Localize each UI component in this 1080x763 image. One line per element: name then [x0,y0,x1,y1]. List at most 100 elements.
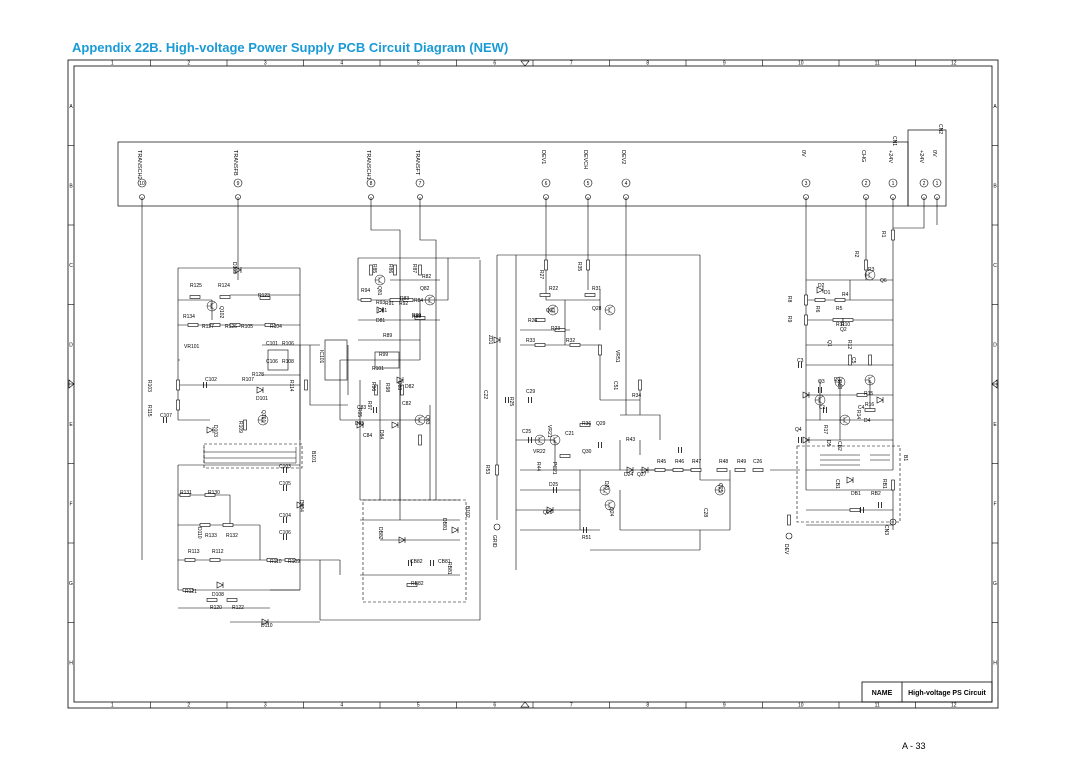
connector-pin-marker [366,178,376,188]
row-marker-right: H [993,660,997,666]
component-ref-label: R36 [582,421,591,427]
connector-pin-marker [415,178,425,188]
resistor-symbol [414,316,426,320]
component-ref-label: R115 [146,405,152,417]
component-ref-label: R94 [361,288,370,294]
row-marker-left: F [69,501,72,507]
component-ref-label: R99 [379,352,388,358]
component-ref-label: R82 [422,274,431,280]
transformer-b1-label: B1 [902,455,908,461]
resistor-symbol [534,318,546,322]
connector-pin-marker [137,178,147,188]
component-ref-label: Q4 [795,427,802,433]
component-ref-label: C103 [279,464,291,470]
connector-signal-label: 0V [931,150,937,157]
component-ref-label: R127 [202,324,214,330]
capacitor-symbol [878,502,882,508]
component-ref-label: R46 [675,459,684,465]
row-marker-left: B [69,183,73,189]
diode-symbol [376,306,384,314]
column-marker-top: 2 [187,61,190,67]
resistor-symbol [787,514,791,526]
capacitor-symbol [283,517,287,523]
component-ref-label: R120 [210,605,222,611]
capacitor-symbol [283,467,287,473]
capacitor-symbol [283,485,287,491]
connector-pin-number: 3 [805,181,808,187]
hv-enclosures [203,443,901,603]
column-marker-bottom: 12 [951,703,957,709]
resistor-symbol [374,384,378,396]
row-marker-right: D [993,342,997,348]
component-ref-label: R108 [282,359,294,365]
component-ref-label: R9 [786,316,792,323]
connector-pin-marker [801,178,811,188]
component-ref-label: Q101 [260,410,266,422]
connector-signal-label: TRANSFT [414,150,420,176]
component-ref-label: R13 [836,380,842,389]
row-marker-right: F [993,501,996,507]
resistor-symbol [864,259,868,271]
resistor-symbol [229,323,241,327]
resistor-symbol [360,298,372,302]
column-marker-top: 11 [875,61,880,67]
component-ref-label: R24 [528,318,537,324]
component-ref-label: Q26 [543,510,553,516]
terminal-dev-label: DEV [783,544,789,555]
component-ref-label: R105 [241,324,253,330]
resistor-symbol [176,379,180,391]
component-ref-label: D104 [298,500,304,512]
component-ref-label: R10 [841,322,850,328]
component-ref-label: R114 [288,380,294,392]
component-ref-label: R53 [484,465,490,474]
row-marker-left: E [69,422,73,428]
component-ref-label: C28 [702,508,708,517]
connector-signal-label: TRANSFB [232,150,238,176]
component-ref-label: Q25 [717,483,723,493]
resistor-symbol [856,393,868,397]
column-marker-top: 4 [340,61,343,67]
component-ref-label: Q24 [608,507,614,517]
resistor-symbol [284,558,296,562]
resistor-symbol [189,295,201,299]
transistor-leads [840,415,849,425]
connector-signal-label: CHG [860,150,866,162]
component-ref-label: DB82 [377,527,383,540]
component-ref-label: R104 [270,324,282,330]
resistor-symbol [868,354,872,366]
component-ref-label: R97 [366,401,372,410]
component-ref-label: R1 [880,231,886,238]
diode-symbol [396,376,404,384]
component-ref-label: D1 [824,290,831,296]
resistor-symbol [406,583,418,587]
capacitor-symbol [430,560,434,566]
resistor-symbol [418,264,422,276]
column-marker-top: 1 [111,61,114,67]
component-ref-label: R8 [786,296,792,303]
row-marker-right: G [993,581,997,587]
column-marker-bottom: 10 [798,703,804,709]
component-ref-label: R83 [400,296,409,302]
capacitor-symbol [823,407,827,413]
component-ref-label: R128 [252,372,264,378]
capacitor-symbol [408,560,412,566]
connector-pin-number: 2 [865,181,868,187]
connector-pin-marker [919,178,929,188]
resistor-symbol [495,464,499,476]
hv-terminals: GRID DEV [491,518,897,555]
resistor-symbol [184,558,196,562]
transistor-leads [605,305,614,315]
column-marker-top: 6 [493,61,496,67]
component-ref-label: R47 [692,459,701,465]
transistor-leads [375,275,384,285]
row-marker-right: A [993,104,997,110]
connector-pin-marker [888,178,898,188]
component-ref-label: CB82 [410,559,423,565]
component-ref-label: C83 [357,405,366,411]
component-ref-label: R33 [526,338,535,344]
component-ref-label: C102 [205,377,217,383]
component-ref-label: D83 [396,381,402,390]
component-ref-label: C21 [565,431,574,437]
transistor-leads [835,377,844,387]
transistor-leads [715,485,724,495]
